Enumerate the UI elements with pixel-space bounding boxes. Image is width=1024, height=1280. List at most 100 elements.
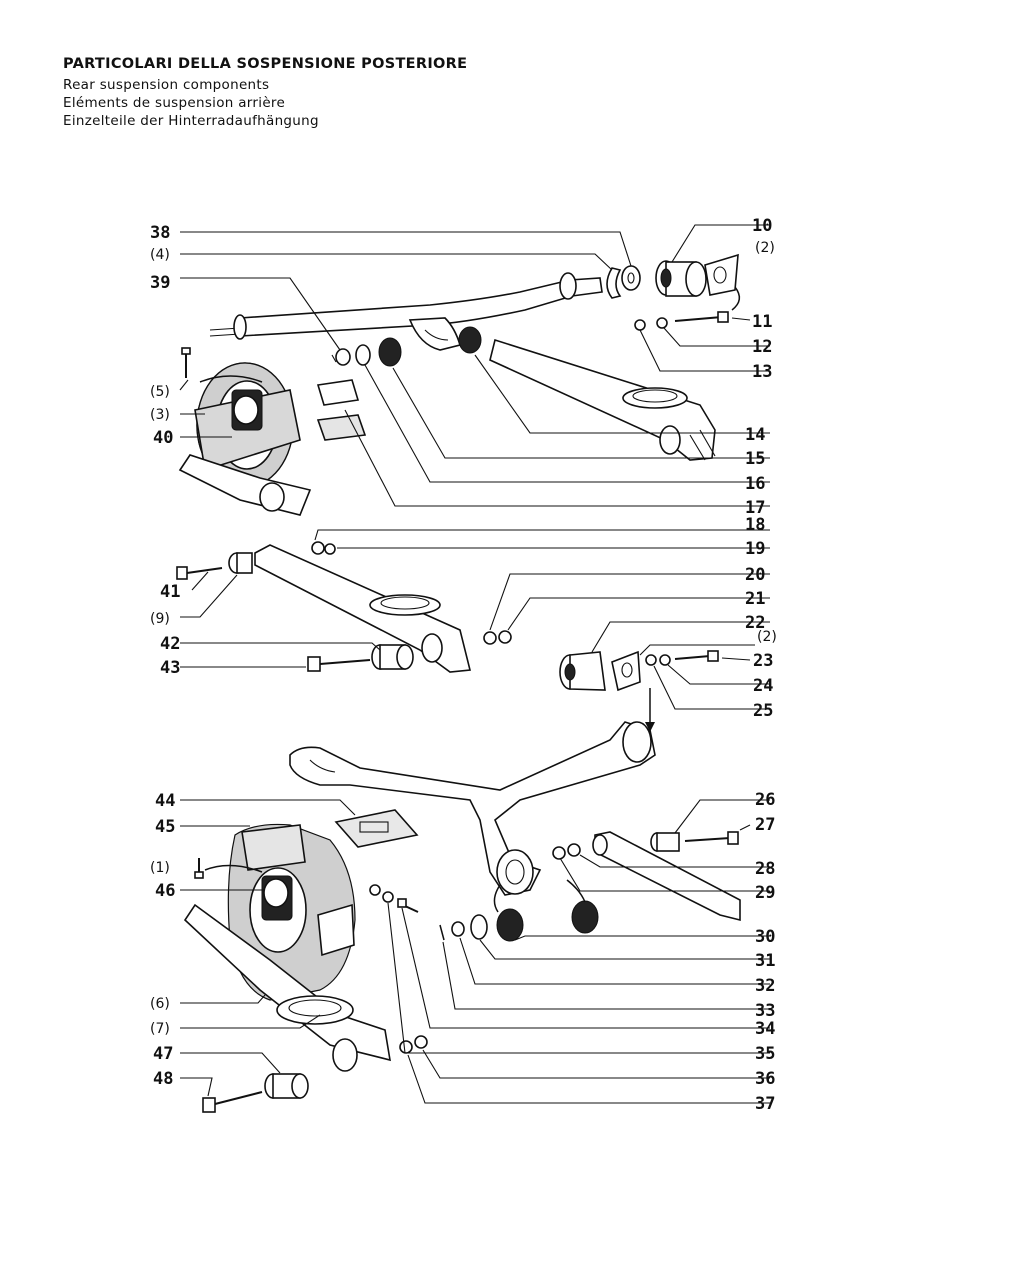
callout-44: 44: [155, 791, 175, 811]
lower-y-crossmember: [289, 721, 656, 896]
callout-paren-1: (1): [150, 860, 170, 876]
part-37-nut: [399, 1040, 413, 1054]
part-19-washer: [324, 543, 336, 555]
part-26-bushing: [650, 832, 680, 852]
part-33-pin: [439, 924, 445, 941]
callout-23: 23: [753, 651, 773, 671]
part-24-nut: [659, 654, 671, 666]
callout-28: 28: [755, 859, 775, 879]
callout-17: 17: [745, 498, 765, 518]
part-29-washer: [552, 846, 566, 860]
part-22-bushing-housing: [559, 651, 606, 691]
lower-trailing-arm-right: [592, 831, 741, 922]
part-35-washer: [382, 891, 394, 903]
callout-35: 35: [755, 1044, 775, 1064]
assembly-arrows: [199, 286, 741, 913]
part-17-clip-plate: [316, 414, 367, 441]
part-2-flange-plate-upper: [704, 253, 739, 296]
part-32-nut: [451, 921, 465, 937]
callout-31: 31: [755, 951, 775, 971]
callout-10: 10: [752, 216, 772, 236]
middle-trailing-arm: [254, 544, 472, 673]
callout-43: 43: [160, 658, 180, 678]
part-47-bushing: [264, 1073, 309, 1099]
part-36-washer: [414, 1035, 428, 1049]
callout-13: 13: [752, 362, 772, 382]
callout-48: 48: [153, 1069, 173, 1089]
upper-arm-lower-frame: [178, 454, 312, 516]
part-13-washer: [634, 319, 646, 331]
part-25-washer: [645, 654, 657, 666]
part-9-bushing: [228, 552, 253, 574]
callout-paren-7: (7): [150, 1021, 170, 1037]
part-20-nut: [483, 631, 497, 645]
callout-45: 45: [155, 817, 175, 837]
callout-22: 22: [745, 613, 765, 633]
subtitle-german: Einzelteile der Hinterradaufhängung: [63, 113, 319, 129]
part-35-nut: [369, 884, 381, 896]
callout-34: 34: [755, 1019, 775, 1039]
part-39-nut: [331, 348, 351, 366]
callout-11: 11: [752, 312, 772, 332]
callout-26: 26: [755, 790, 775, 810]
callout-36: 36: [755, 1069, 775, 1089]
part-34-bolt: [397, 898, 419, 913]
callout-paren-2-upper: (2): [755, 240, 775, 256]
callout-paren-2-middle: (2): [757, 629, 777, 645]
callout-19: 19: [745, 539, 765, 559]
callout-47: 47: [153, 1044, 173, 1064]
page-title: PARTICOLARI DELLA SOSPENSIONE POSTERIORE: [63, 56, 468, 72]
part-38-washer: [621, 265, 641, 291]
part-5-bolt: [181, 347, 191, 378]
callout-12: 12: [752, 337, 772, 357]
callout-33: 33: [755, 1001, 775, 1021]
callout-paren-6: (6): [150, 996, 170, 1012]
callout-21: 21: [745, 589, 765, 609]
part-27-bolt: [684, 831, 739, 845]
part-28-nut: [567, 843, 581, 857]
callout-27: 27: [755, 815, 775, 835]
part-10-bushing-housing: [655, 260, 707, 297]
part-30-rubber-bushing-a: [496, 908, 524, 942]
part-18-nut: [311, 541, 325, 555]
callout-40: 40: [153, 428, 173, 448]
callout-24: 24: [753, 676, 773, 696]
callout-25: 25: [753, 701, 773, 721]
part-2-flange-plate-middle: [611, 650, 641, 692]
callout-14: 14: [745, 425, 765, 445]
callout-39: 39: [150, 273, 170, 293]
callout-15: 15: [745, 449, 765, 469]
part-4-snap-ring: [606, 267, 622, 299]
callout-paren-5: (5): [150, 384, 170, 400]
upper-transverse-leaf-spring: [194, 362, 301, 488]
callout-20: 20: [745, 565, 765, 585]
callout-41: 41: [160, 582, 180, 602]
upper-trailing-arm: [489, 338, 716, 461]
callout-16: 16: [745, 474, 765, 494]
callout-38: 38: [150, 223, 170, 243]
part-11-bolt: [674, 311, 729, 323]
callout-42: 42: [160, 634, 180, 654]
subtitle-english: Rear suspension components: [63, 77, 270, 93]
lower-arm-frame: [183, 903, 391, 1072]
part-43-bolt: [307, 656, 371, 672]
callout-32: 32: [755, 976, 775, 996]
callout-paren-4: (4): [150, 247, 170, 263]
part-16-clip-plate: [316, 379, 360, 406]
part-41-bolt: [176, 566, 223, 580]
part-14-rubber-bushing: [458, 326, 482, 354]
part-31-washer: [470, 914, 488, 940]
part-15-rubber-bushing: [378, 337, 402, 367]
part-12-nut: [656, 317, 668, 329]
part-23-bolt: [674, 650, 719, 662]
callout-paren-9: (9): [150, 611, 170, 627]
part-42-bushing: [371, 644, 414, 670]
part-30-rubber-bushing-b: [571, 900, 599, 934]
callout-30: 30: [755, 927, 775, 947]
part-1-bolt: [194, 858, 204, 879]
callout-46: 46: [155, 881, 175, 901]
part-48-bolt: [202, 1091, 263, 1113]
part-16-washer: [355, 344, 371, 366]
callout-29: 29: [755, 883, 775, 903]
